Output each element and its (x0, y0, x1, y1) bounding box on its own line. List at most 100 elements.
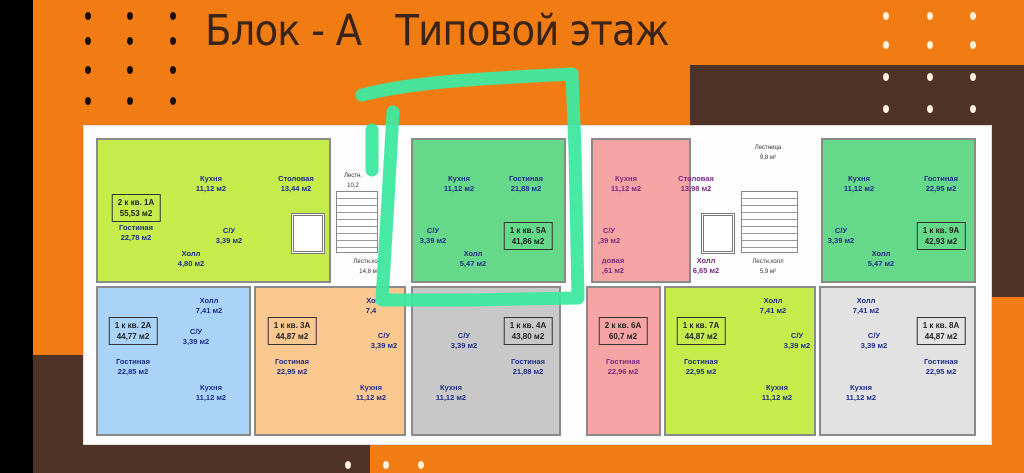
dot (883, 12, 889, 20)
room-label-name: Холл (696, 256, 716, 265)
apartment-label: 1 к кв. 9А 42,93 м2 (916, 222, 966, 250)
room-label-name: Кухня (200, 383, 222, 392)
apartment-area-3A[interactable] (254, 286, 406, 436)
apartment-label-name: 2 к кв. 6А (604, 321, 642, 330)
room-label-name: Гостиная (119, 223, 153, 232)
room-label-name: Кухня (850, 383, 872, 392)
apartment-area-2A[interactable] (96, 286, 251, 436)
room-label-name: С/У (602, 226, 616, 235)
page-title: Блок - А Типовой этаж (205, 6, 670, 56)
apartment-label-area: 44,87 м2 (924, 332, 958, 341)
apartment-area-8A[interactable] (819, 286, 976, 436)
apartment-area-1A[interactable] (96, 138, 331, 283)
room-label-name: довая (601, 256, 625, 265)
room-label-name: Кухня (766, 383, 788, 392)
room-label-name: С/У (222, 226, 236, 235)
room-label-name: Гостиная (116, 357, 150, 366)
staircase-2 (741, 191, 798, 253)
room-label-area: 11,12 м2 (443, 184, 475, 193)
dot (345, 461, 351, 469)
room-label-area: 22,95 м2 (925, 184, 957, 193)
room-label-name: С/У (457, 331, 471, 340)
dot (85, 12, 91, 20)
common-area-label-name: Лестн.холл (752, 259, 784, 265)
room-label-name: Гостиная (924, 357, 958, 366)
common-area-label-name: Лестн.холл (353, 259, 385, 265)
apartment-label-area: 44,77 м2 (116, 332, 150, 341)
room-label-name: Холл (181, 249, 201, 258)
room-label-name: Гостиная (511, 357, 545, 366)
dot (883, 105, 889, 113)
room-label-area: 6,65 м2 (692, 266, 720, 275)
room-label-name: Холл (463, 249, 483, 258)
room-label-name: С/У (834, 226, 848, 235)
apartment-label-area: 43,80 м2 (511, 332, 545, 341)
room-label-area: ,39 м2 (597, 236, 621, 245)
room-label-area: 22,96 м2 (607, 367, 639, 376)
room-label-area: 3,39 м2 (215, 236, 243, 245)
room-label-name: Гостиная (924, 174, 958, 183)
room-label-area: 3,39 м2 (783, 341, 811, 350)
apartment-label-name: 1 к кв. 7А (682, 321, 720, 330)
apartment-area-4A[interactable] (411, 286, 561, 436)
dot (170, 66, 176, 74)
room-label-area: 3,39 м2 (827, 236, 855, 245)
common-area-label-area: 5,9 м² (759, 269, 777, 275)
apartment-area-6A-bottom[interactable] (586, 286, 661, 436)
room-label-name: Кухня (200, 174, 222, 183)
room-label-name: Столовая (278, 174, 314, 183)
dot (927, 12, 933, 20)
room-label-name: Столовая (678, 174, 714, 183)
room-label-area: 11,12 м2 (195, 393, 227, 402)
room-label: довая,61 м2 (602, 256, 624, 276)
room-label-area: 21,88 м2 (512, 367, 544, 376)
dot (927, 73, 933, 81)
room-label-area: 22,85 м2 (117, 367, 149, 376)
apartment-label-name: 1 к кв. 2А (114, 321, 152, 330)
apartment-label-area: 42,93 м2 (924, 237, 958, 246)
apartment-area-6A-top[interactable] (591, 138, 691, 283)
apartment-area-7A[interactable] (664, 286, 816, 436)
apartment-label-name: 1 к кв. 4А (509, 321, 547, 330)
dot (85, 37, 91, 45)
dot (883, 41, 889, 49)
dot (170, 37, 176, 45)
apartment-label: 1 к кв. 4А 43,80 м2 (503, 317, 553, 345)
dot (970, 105, 976, 113)
apartment-label-area: 41,86 м2 (511, 237, 545, 246)
room-label-name: Кухня (360, 383, 382, 392)
dot (127, 66, 133, 74)
room-label-area: 3,39 м2 (860, 341, 888, 350)
room-label-name: Кухня (848, 174, 870, 183)
apartment-area-5A[interactable] (411, 138, 566, 283)
apartment-area-9A[interactable] (821, 138, 976, 283)
common-area-label-area: 9,8 м² (759, 155, 777, 161)
apartment-label-name: 1 к кв. 3А (273, 321, 311, 330)
decor-brown-strip-right (990, 125, 1024, 297)
room-label-name: С/У (426, 226, 440, 235)
room-label-name: Холл (871, 249, 891, 258)
room-label-area: 7,41 м2 (852, 306, 880, 315)
common-area-label: Лестн.10,2 (344, 171, 362, 191)
apartment-label-name: 1 к кв. 9А (922, 226, 960, 235)
dot (418, 461, 424, 469)
